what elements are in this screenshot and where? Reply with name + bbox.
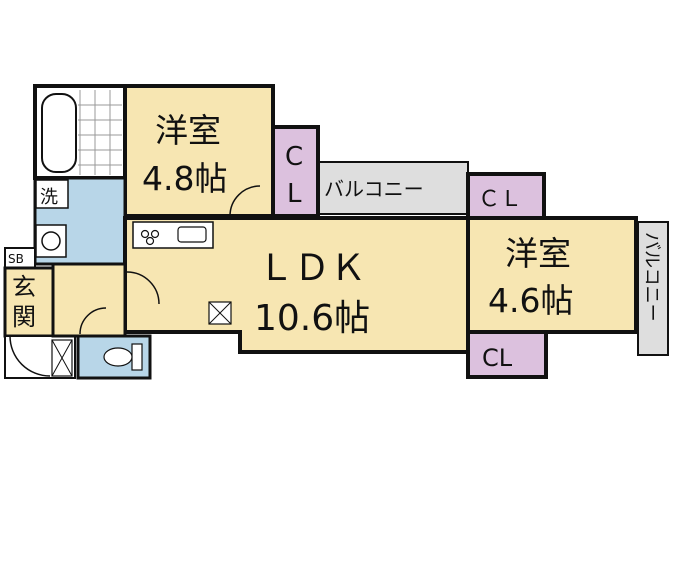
sink-bowl — [41, 231, 61, 251]
balcony-right-label: バルコニー — [641, 232, 662, 322]
kitchen-sink — [177, 226, 207, 243]
western-2-name: 洋室 — [505, 234, 571, 273]
shoebox-label: SB — [8, 252, 24, 266]
wash-basin — [35, 224, 67, 258]
closet-1-label-l: L — [287, 179, 302, 209]
bathroom-tiles — [78, 90, 122, 175]
western-1-door-swing — [229, 185, 261, 217]
western-1-size: 4.8帖 — [142, 159, 227, 198]
closet-3-label: CL — [482, 344, 513, 372]
closet-1-label-c: C — [285, 142, 303, 172]
entrance-storage — [51, 339, 73, 377]
entrance-door-swing — [9, 335, 51, 377]
western-1-name: 洋室 — [155, 111, 221, 150]
washroom-label: 洗 — [40, 187, 58, 208]
fridge-space — [208, 301, 232, 325]
stove-burner — [145, 236, 155, 246]
western-2-size: 4.6帖 — [488, 281, 573, 320]
closet-3 — [466, 330, 548, 379]
closet-2-label: ＣＬ — [478, 187, 522, 212]
stove-burner — [140, 229, 150, 239]
toilet-bowl — [103, 347, 133, 367]
balcony-right — [637, 221, 669, 356]
entrance-label-char-2: 関 — [12, 303, 36, 331]
hallway-door-swing — [79, 307, 107, 335]
ldk-door-swing — [126, 271, 160, 305]
bathtub — [41, 93, 77, 173]
ldk-size: 10.6帖 — [254, 298, 370, 339]
closet-2 — [466, 172, 546, 220]
hallway — [51, 262, 127, 338]
ldk-name: ＬＤＫ — [258, 248, 366, 289]
entrance — [3, 266, 55, 338]
closet-1 — [271, 125, 320, 218]
western-room-2 — [466, 216, 638, 334]
entrance-label: 玄 関 — [12, 273, 36, 331]
entrance-label-char-1: 玄 — [12, 273, 36, 301]
washing-machine-space — [35, 179, 69, 209]
balcony-top-label: バルコニー — [324, 177, 424, 201]
stove-burner — [150, 229, 160, 239]
toilet-tank — [131, 343, 143, 371]
